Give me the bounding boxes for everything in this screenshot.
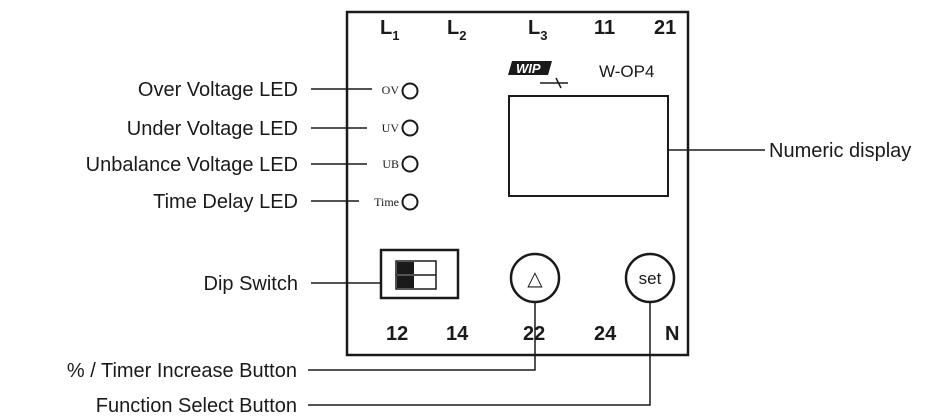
set-button[interactable]: set [624, 252, 676, 304]
callout-lines [308, 88, 765, 406]
terminal-l2: L2 [447, 17, 466, 43]
set-button-label: set [639, 269, 662, 288]
brand-logo: WIP [508, 61, 568, 89]
terminal-11: 11 [594, 17, 615, 39]
led-code-uv: UV [382, 121, 400, 135]
terminal-12: 12 [386, 323, 408, 345]
led-uv [401, 119, 419, 137]
terminal-n: N [665, 323, 679, 345]
led-code-ub: UB [382, 157, 399, 171]
led-ov [401, 82, 419, 100]
terminal-22: 22 [523, 323, 545, 345]
terminal-l1: L1 [380, 17, 399, 43]
dip-switch[interactable] [379, 248, 460, 300]
terminal-21: 21 [654, 17, 676, 39]
increase-icon: △ [527, 268, 543, 290]
under-voltage-led-label: Under Voltage LED [127, 118, 298, 140]
led-ub [401, 155, 419, 173]
led-time [401, 193, 419, 211]
time-delay-led-label: Time Delay LED [153, 191, 298, 213]
dip-switch-label: Dip Switch [204, 273, 298, 295]
numeric-display [508, 95, 669, 197]
brand-logo-text: WIP [516, 61, 541, 76]
unbalance-voltage-led-label: Unbalance Voltage LED [86, 154, 298, 176]
model-name: W-OP4 [599, 62, 654, 81]
function-button-label: Function Select Button [96, 395, 297, 417]
numeric-display-label: Numeric display [769, 140, 911, 162]
over-voltage-led-label: Over Voltage LED [138, 79, 298, 101]
led-code-ov: OV [382, 83, 400, 97]
terminal-14: 14 [446, 323, 469, 345]
increase-button[interactable]: △ [509, 252, 561, 304]
increase-button-label: % / Timer Increase Button [67, 360, 297, 382]
terminal-l3: L3 [528, 17, 547, 43]
terminal-24: 24 [594, 323, 617, 345]
device-housing [345, 10, 690, 357]
led-code-time: Time [374, 195, 399, 209]
